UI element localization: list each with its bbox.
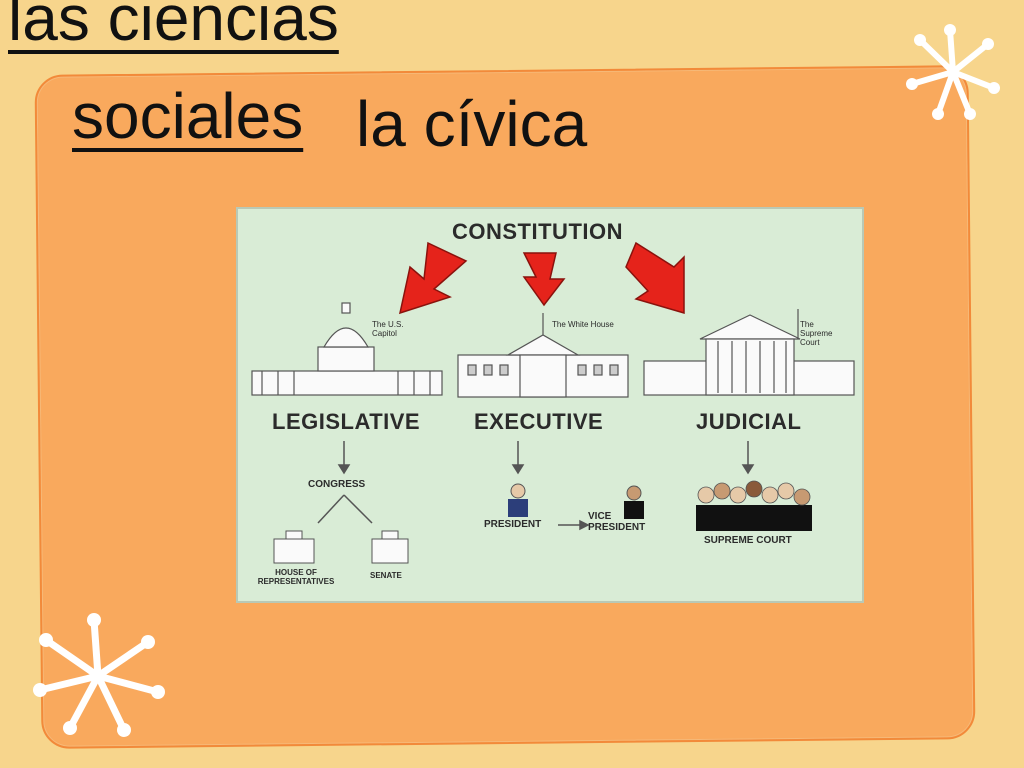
slide-title-line-3: la cívica [356, 88, 588, 160]
supreme-court-caption: The Supreme Court [800, 320, 833, 347]
senate-building-icon [371, 530, 409, 564]
president-figure-icon [508, 483, 528, 517]
snowflake-star-icon [33, 613, 165, 737]
executive-label: EXECUTIVE [474, 409, 604, 434]
white-house-caption: The White House [552, 320, 614, 329]
arrow-to-judicial [625, 241, 685, 314]
house-of-representatives-label: HOUSE OF REPRESENTATIVES [257, 568, 335, 586]
supreme-court-icon [643, 309, 855, 396]
snowflake-star-icon [906, 24, 1000, 120]
legislative-label: LEGISLATIVE [272, 409, 421, 434]
supreme-court-label: SUPREME COURT [704, 535, 792, 546]
judicial-label: JUDICIAL [696, 409, 802, 434]
slide-title-line-1: las ciencias [8, 0, 339, 54]
arrow-to-executive [522, 252, 566, 307]
vice-president-label: VICE PRESIDENT [588, 511, 646, 533]
white-house-icon [457, 313, 629, 398]
capitol-caption: The U.S. Capitol [372, 320, 404, 338]
slide-title-line-2: sociales [72, 80, 304, 152]
senate-label: SENATE [370, 571, 402, 580]
government-branches-diagram: CONSTITUTION [236, 207, 864, 603]
capitol-building-icon [251, 302, 443, 396]
house-building-icon [273, 530, 315, 564]
arrow-to-legislative [398, 241, 468, 315]
constitution-label: CONSTITUTION [452, 219, 623, 244]
congress-label: CONGRESS [308, 479, 366, 490]
president-label: PRESIDENT [484, 519, 542, 530]
supreme-court-justices-icon [696, 480, 812, 531]
vice-president-figure-icon [624, 485, 644, 519]
diagram-graphics [251, 241, 855, 564]
